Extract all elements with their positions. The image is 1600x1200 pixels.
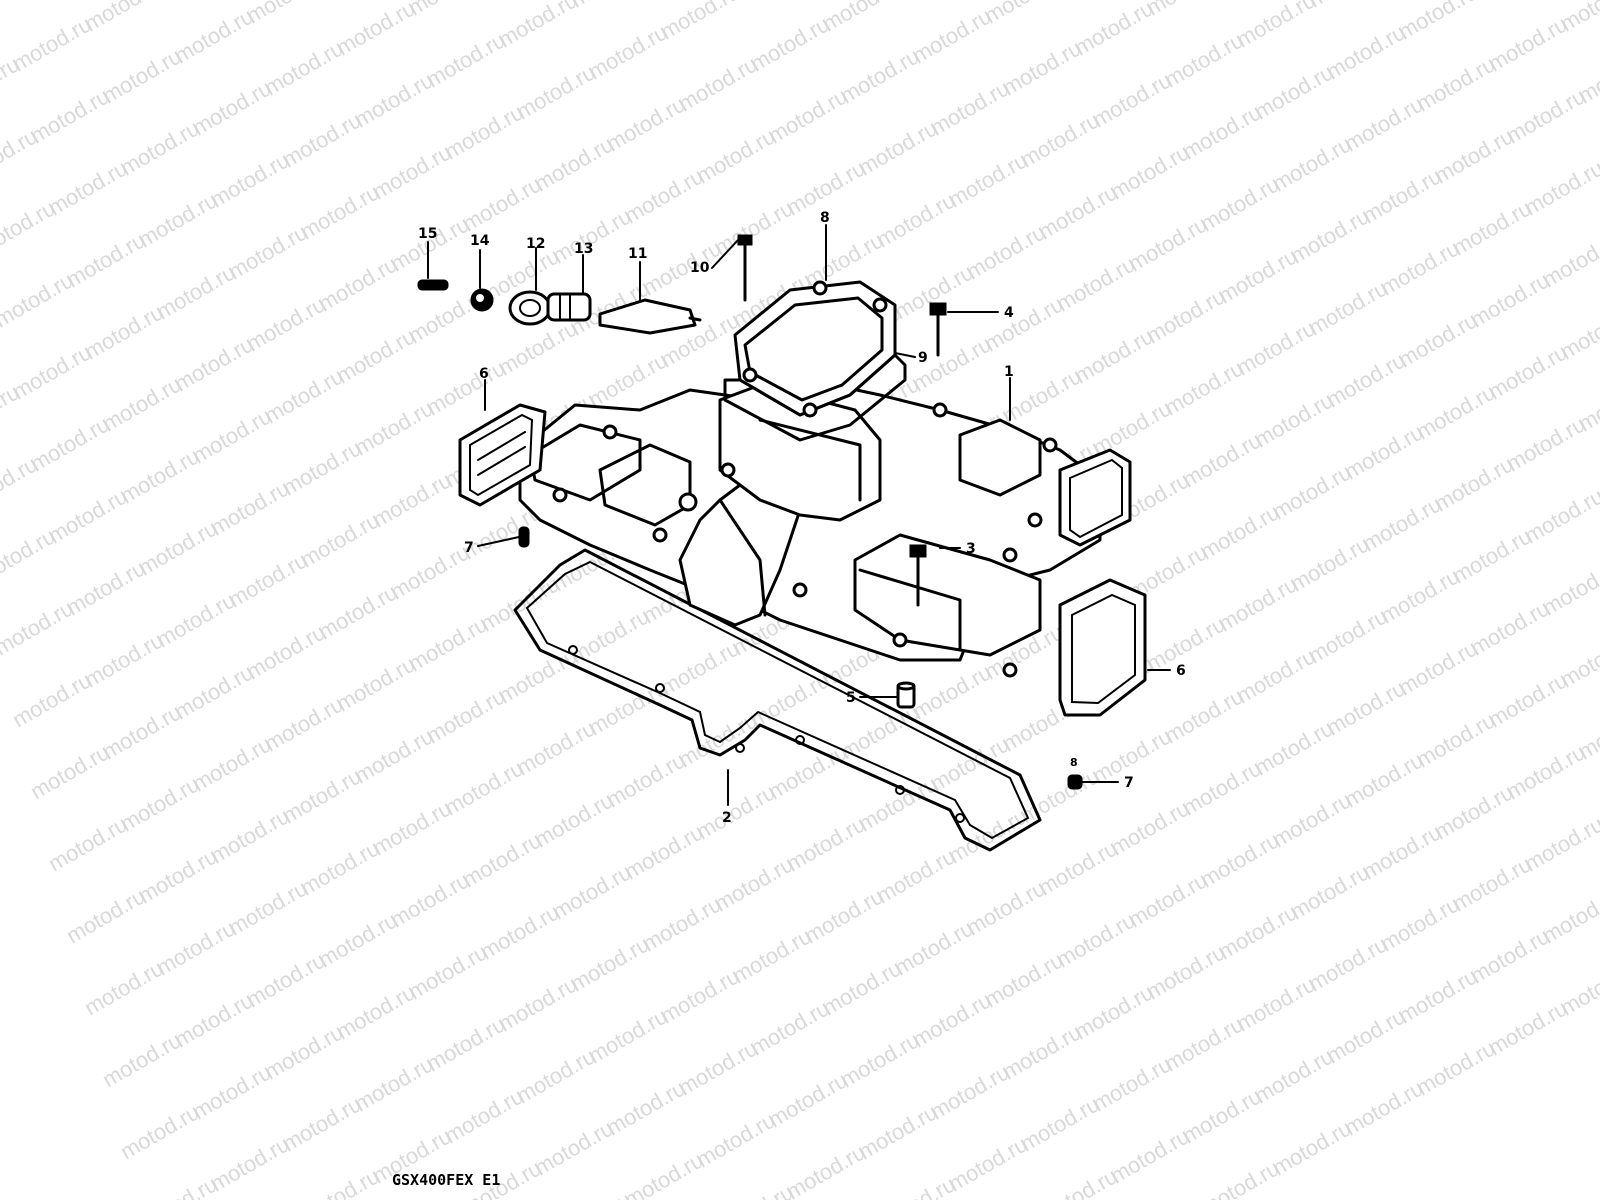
callout-13: 13 — [574, 241, 593, 257]
watermark-text: motod.ru — [1232, 0, 1320, 52]
callout-1: 1 — [1004, 364, 1014, 380]
watermark-text: motod.ru — [242, 0, 330, 28]
cap-part-13 — [546, 292, 592, 322]
callout-8: 8 — [820, 210, 830, 226]
watermark-text: motod.ru — [1538, 555, 1600, 620]
callout-9b: 8 — [1070, 756, 1078, 769]
callout-3: 3 — [966, 541, 976, 557]
watermark-text: motod.ru — [1520, 155, 1600, 220]
grommet-part-14 — [470, 288, 494, 312]
bolt-part-3 — [909, 544, 927, 607]
callout-2: 2 — [722, 810, 732, 826]
callout-10: 10 — [690, 260, 710, 276]
watermark-text: motod.ru — [80, 0, 168, 36]
callout-6a: 6 — [479, 366, 489, 382]
holder-part-12 — [508, 290, 552, 326]
callout-7a: 7 — [464, 540, 474, 556]
bolt-part-15 — [417, 279, 449, 291]
watermark-text: motod.ru — [728, 0, 816, 4]
watermark-text: motod.ru — [1466, 0, 1554, 4]
watermark-text: motod.ru — [1070, 0, 1158, 60]
callout-4: 4 — [1004, 305, 1014, 321]
callout-11: 11 — [628, 246, 647, 262]
watermark-text: motod.ru — [566, 0, 654, 12]
callout-7b: 7 — [1124, 775, 1134, 791]
callout-12: 12 — [526, 236, 545, 252]
watermark-text: motod.ru — [818, 0, 906, 36]
watermark-text: motod.ru — [1556, 299, 1600, 364]
callout-5: 5 — [846, 690, 856, 706]
washer-part-7-left — [518, 526, 530, 548]
watermark-text: motod.ru — [332, 0, 420, 60]
callout-6b: 6 — [1176, 663, 1186, 679]
watermark-text: motod.ru — [0, 0, 6, 44]
callout-14: 14 — [470, 233, 490, 249]
watermark-text: motod.ru — [1142, 0, 1230, 20]
callout-15: 15 — [418, 226, 437, 242]
callouts: 1 2 3 4 5 6 6 7 7 8 9 8 10 11 12 13 14 1… — [418, 210, 1186, 826]
watermark-text: motod.ru — [656, 0, 744, 44]
watermark-text: motod.ru — [404, 0, 492, 20]
watermark-text: motod.ru — [1520, 483, 1600, 548]
watermark-text: motod.ru — [0, 0, 78, 4]
cam-end-cap-left — [458, 403, 547, 507]
model-code-label: GSX400FEX E1 — [392, 1171, 500, 1189]
cylinder-head-cover-gasket — [513, 548, 1042, 852]
dowel-pin-part-5 — [896, 681, 916, 709]
switch-part-11 — [598, 298, 702, 335]
watermark-text: motod.ru — [1556, 627, 1600, 692]
callout-9: 9 — [918, 350, 928, 366]
watermark-text: motod.ru — [1556, 955, 1600, 1020]
bolt-part-4 — [929, 302, 947, 357]
breather-cover — [723, 280, 907, 442]
watermark-text: motod.ru — [1304, 0, 1392, 12]
watermark-text: motod.ru — [494, 0, 582, 52]
watermark-text: motod.ru — [1394, 0, 1482, 44]
watermark-text: motod.ru — [1538, 883, 1600, 948]
watermark-text: motod.ru — [980, 0, 1068, 28]
leader-lines — [427, 224, 1171, 806]
cylinder-head-cover — [518, 378, 1102, 678]
cam-end-cap-right — [1058, 578, 1147, 717]
bolt-part-10 — [737, 234, 753, 302]
watermark-text: motod.ru — [1538, 227, 1600, 292]
washer-part-7-right — [1067, 774, 1083, 790]
watermark-text: motod.ru — [1520, 811, 1600, 876]
cam-end-cap-right-upper — [1058, 448, 1132, 547]
